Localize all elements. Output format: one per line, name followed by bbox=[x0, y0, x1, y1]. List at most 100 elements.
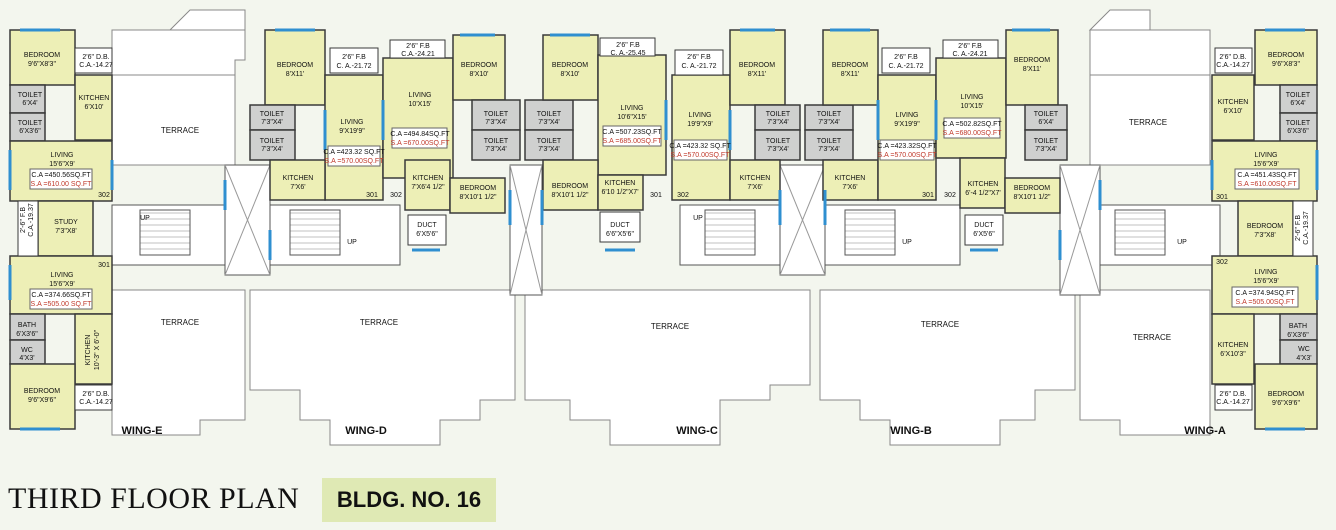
terrace-outline bbox=[111, 29, 1211, 446]
svg-text:TOILET: TOILET bbox=[537, 138, 562, 145]
svg-text:302: 302 bbox=[1216, 259, 1228, 266]
svg-text:LIVING: LIVING bbox=[51, 152, 74, 159]
svg-text:BEDROOM: BEDROOM bbox=[24, 388, 60, 395]
svg-text:C.A.-19.37: C.A.-19.37 bbox=[28, 203, 35, 237]
svg-text:BEDROOM: BEDROOM bbox=[552, 183, 588, 190]
svg-text:6'10 1/2"X7': 6'10 1/2"X7' bbox=[601, 189, 638, 196]
svg-text:8'X11': 8'X11' bbox=[748, 71, 767, 78]
svg-text:8'X10'1 1/2": 8'X10'1 1/2" bbox=[551, 192, 589, 199]
wing-a-labels: 2'6" D.B. C.A.-14.27 BEDROOM 9'6"X8'3" K… bbox=[1216, 52, 1311, 407]
svg-text:6'-4 1/2"X7': 6'-4 1/2"X7' bbox=[965, 190, 1001, 197]
svg-text:7'3"X4': 7'3"X4' bbox=[818, 119, 840, 126]
svg-text:TOILET: TOILET bbox=[1034, 111, 1059, 118]
svg-text:BATH: BATH bbox=[1289, 323, 1307, 330]
terrace-top-c bbox=[168, 9, 1151, 31]
svg-text:KITCHEN: KITCHEN bbox=[1218, 99, 1249, 106]
wing-e-db-boxes bbox=[17, 47, 113, 411]
svg-text:8'X10': 8'X10' bbox=[469, 71, 488, 78]
terrace-upper-left bbox=[111, 74, 236, 166]
svg-text:301: 301 bbox=[1216, 194, 1228, 201]
svg-text:TOILET: TOILET bbox=[766, 138, 791, 145]
svg-text:C.A.-14.27: C.A.-14.27 bbox=[1216, 62, 1250, 69]
wing-e-units bbox=[9, 29, 113, 430]
svg-text:9'6"X9'6": 9'6"X9'6" bbox=[28, 397, 56, 404]
svg-text:S.A =570.00SQ.FT: S.A =570.00SQ.FT bbox=[878, 152, 938, 159]
svg-text:S.A =610.00SQ.FT: S.A =610.00SQ.FT bbox=[1238, 181, 1298, 188]
svg-text:TOILET: TOILET bbox=[537, 111, 562, 118]
wing-b-labels: TOILET 7'3"X4' TOILET 7'3"X4' BEDROOM 8'… bbox=[817, 43, 1059, 238]
svg-text:S.A =505.00SQ.FT: S.A =505.00SQ.FT bbox=[1236, 299, 1296, 306]
svg-text:UP: UP bbox=[902, 239, 912, 246]
wing-d-units bbox=[249, 29, 521, 214]
svg-text:7'3"X4': 7'3"X4' bbox=[261, 146, 283, 153]
svg-text:KITCHEN: KITCHEN bbox=[605, 180, 636, 187]
stair-d bbox=[289, 209, 341, 256]
svg-text:6'X3'6": 6'X3'6" bbox=[1287, 128, 1309, 135]
svg-text:2'6" F.B: 2'6" F.B bbox=[894, 54, 918, 61]
svg-text:7'X6'4 1/2": 7'X6'4 1/2" bbox=[411, 184, 445, 191]
svg-text:6'X5'6": 6'X5'6" bbox=[973, 231, 995, 238]
svg-text:S.A =670.00SQ.FT: S.A =670.00SQ.FT bbox=[391, 140, 451, 147]
svg-text:7'3"X4': 7'3"X4' bbox=[538, 119, 560, 126]
svg-text:6'X3'6": 6'X3'6" bbox=[1287, 332, 1309, 339]
svg-text:WING-E: WING-E bbox=[122, 425, 163, 437]
svg-text:TOILET: TOILET bbox=[484, 138, 509, 145]
svg-text:BEDROOM: BEDROOM bbox=[460, 185, 496, 192]
svg-text:9'X19'9": 9'X19'9" bbox=[894, 121, 920, 128]
svg-text:TOILET: TOILET bbox=[766, 111, 791, 118]
svg-text:10'6"X15': 10'6"X15' bbox=[617, 114, 646, 121]
wing-c-fb-boxes bbox=[599, 37, 724, 243]
wing-e-labels: BEDROOM 9'6"X8'3" 2'6" D.B. C.A.-14.27 T… bbox=[16, 52, 113, 406]
svg-text:BATH: BATH bbox=[18, 322, 36, 329]
svg-text:S.A =570.00SQ.FT: S.A =570.00SQ.FT bbox=[671, 152, 731, 159]
svg-text:4'X3': 4'X3' bbox=[1296, 355, 1311, 362]
svg-text:C.A =451.43SQ.FT: C.A =451.43SQ.FT bbox=[1237, 172, 1297, 179]
svg-text:7'X6': 7'X6' bbox=[842, 184, 857, 191]
svg-text:TOILET: TOILET bbox=[1286, 120, 1311, 127]
plan-title: THIRD FLOOR PLAN bbox=[8, 482, 300, 515]
svg-text:KITCHEN: KITCHEN bbox=[968, 181, 999, 188]
svg-text:7'X6': 7'X6' bbox=[290, 184, 305, 191]
svg-text:6'X4': 6'X4' bbox=[22, 100, 37, 107]
svg-text:2'6" F.B: 2'6" F.B bbox=[687, 54, 711, 61]
stair-e bbox=[139, 209, 191, 256]
svg-text:9'6"X9'6": 9'6"X9'6" bbox=[1272, 400, 1300, 407]
svg-text:C.A =450.56SQ.FT: C.A =450.56SQ.FT bbox=[31, 172, 91, 179]
svg-text:10'X15': 10'X15' bbox=[961, 103, 984, 110]
svg-text:DUCT: DUCT bbox=[417, 222, 437, 229]
svg-text:BEDROOM: BEDROOM bbox=[461, 62, 497, 69]
svg-text:TERRACE: TERRACE bbox=[1133, 333, 1171, 342]
svg-text:6'X10'3": 6'X10'3" bbox=[1220, 351, 1246, 358]
svg-text:TERRACE: TERRACE bbox=[360, 318, 398, 327]
svg-text:S.A =685.00SQ.FT: S.A =685.00SQ.FT bbox=[603, 138, 663, 145]
svg-text:8'X10'1 1/2": 8'X10'1 1/2" bbox=[459, 194, 497, 201]
svg-text:10'-3" X 6'-0": 10'-3" X 6'-0" bbox=[94, 329, 101, 370]
svg-text:UP: UP bbox=[140, 215, 150, 222]
svg-text:KITCHEN: KITCHEN bbox=[413, 175, 444, 182]
svg-text:LIVING: LIVING bbox=[961, 94, 984, 101]
svg-text:301: 301 bbox=[650, 192, 662, 199]
svg-text:LIVING: LIVING bbox=[1255, 269, 1278, 276]
svg-text:C.A =423.32SQ.FT: C.A =423.32SQ.FT bbox=[877, 143, 937, 150]
svg-text:BEDROOM: BEDROOM bbox=[552, 62, 588, 69]
svg-text:302: 302 bbox=[390, 192, 402, 199]
svg-text:302: 302 bbox=[98, 192, 110, 199]
svg-text:TERRACE: TERRACE bbox=[921, 320, 959, 329]
svg-text:DUCT: DUCT bbox=[974, 222, 994, 229]
svg-text:9'6"X8'3": 9'6"X8'3" bbox=[1272, 61, 1300, 68]
svg-text:S.A =610.00 SQ.FT: S.A =610.00 SQ.FT bbox=[31, 181, 93, 188]
stair-up-labels: UP UP UP UP UP bbox=[140, 215, 1187, 246]
svg-text:BEDROOM: BEDROOM bbox=[1014, 57, 1050, 64]
svg-text:301: 301 bbox=[922, 192, 934, 199]
wing-d-fb-boxes bbox=[329, 39, 447, 246]
svg-text:2'6" F.B: 2'6" F.B bbox=[958, 43, 982, 50]
svg-text:UP: UP bbox=[1177, 239, 1187, 246]
svg-text:TOILET: TOILET bbox=[18, 92, 43, 99]
svg-text:6'X3'6": 6'X3'6" bbox=[16, 331, 38, 338]
svg-text:LIVING: LIVING bbox=[341, 119, 364, 126]
svg-text:15'6"X9': 15'6"X9' bbox=[49, 281, 74, 288]
svg-text:BEDROOM: BEDROOM bbox=[1268, 391, 1304, 398]
lift-shaft-3 bbox=[779, 164, 826, 276]
svg-text:7'X6': 7'X6' bbox=[747, 184, 762, 191]
svg-text:2'6" D.B.: 2'6" D.B. bbox=[1219, 391, 1246, 398]
